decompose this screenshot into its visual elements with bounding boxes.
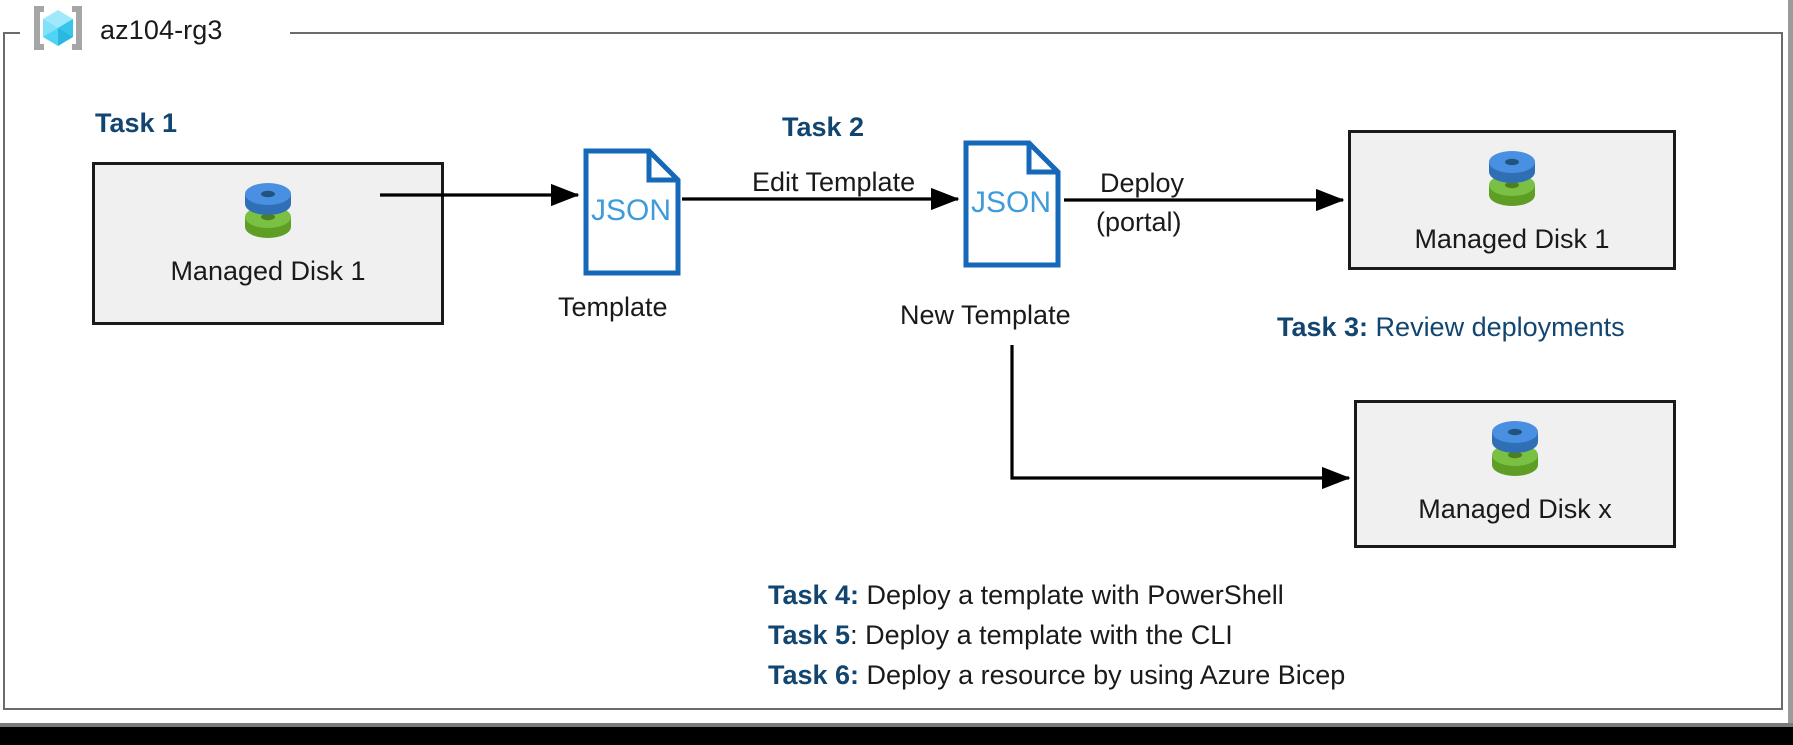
- window-bottom-divider: [0, 723, 1793, 727]
- azure-resource-group-icon: [30, 2, 86, 59]
- managed-disk-icon: [237, 179, 299, 250]
- managed-disk-1-deployed-box[interactable]: Managed Disk 1: [1348, 130, 1676, 270]
- new-template-caption: New Template: [900, 300, 1071, 330]
- window-right-edge: [1788, 0, 1793, 727]
- task-6-text: Deploy a resource by using Azure Bicep: [859, 660, 1346, 690]
- json-document-icon[interactable]: JSON: [583, 148, 681, 276]
- deploy-label-line1: Deploy: [1100, 168, 1185, 198]
- managed-disk-1-box[interactable]: Managed Disk 1: [92, 162, 444, 325]
- edit-template-label: Edit Template: [752, 167, 916, 197]
- json-doc-text: JSON: [591, 194, 671, 227]
- task-3-text: Review deployments: [1368, 312, 1625, 342]
- task-4-text: Deploy a template with PowerShell: [859, 580, 1284, 610]
- task-1-heading: Task 1: [95, 108, 178, 138]
- task-5-note: Task 5: Deploy a template with the CLI: [768, 620, 1233, 651]
- resource-group-header: az104-rg3: [30, 2, 222, 58]
- new-json-doc-text: JSON: [971, 186, 1051, 219]
- managed-disk-x-box[interactable]: Managed Disk x: [1354, 400, 1676, 548]
- task-5-tag: Task 5: [768, 620, 851, 650]
- task-4-tag: Task 4:: [768, 580, 860, 610]
- managed-disk-icon: [1484, 417, 1546, 488]
- managed-disk-1-deployed-label: Managed Disk 1: [1414, 224, 1610, 254]
- task-4-note: Task 4: Deploy a template with PowerShel…: [768, 580, 1284, 611]
- window-bottom-bar: [0, 727, 1793, 745]
- task-5-text: : Deploy a template with the CLI: [850, 620, 1233, 650]
- resource-group-frame: [3, 32, 1783, 710]
- task-3-note: Task 3: Review deployments: [1277, 312, 1625, 343]
- resource-group-name: az104-rg3: [100, 14, 223, 45]
- new-json-document-icon[interactable]: JSON: [963, 140, 1061, 268]
- template-caption: Template: [558, 292, 668, 322]
- task-6-tag: Task 6:: [768, 660, 860, 690]
- managed-disk-x-label: Managed Disk x: [1418, 494, 1612, 524]
- deploy-label-line2: (portal): [1096, 207, 1182, 237]
- managed-disk-icon: [1481, 147, 1543, 218]
- task-6-note: Task 6: Deploy a resource by using Azure…: [768, 660, 1345, 691]
- managed-disk-1-label: Managed Disk 1: [170, 256, 366, 286]
- task-3-tag: Task 3:: [1277, 312, 1369, 342]
- task-2-heading: Task 2: [782, 112, 865, 142]
